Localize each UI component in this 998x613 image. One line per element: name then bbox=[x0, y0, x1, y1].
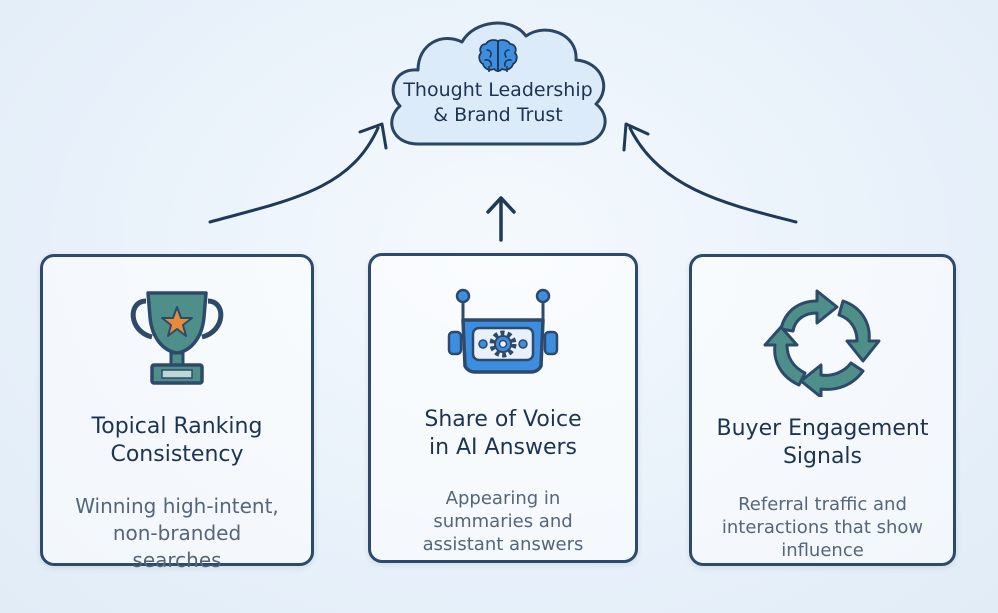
robot-icon bbox=[447, 288, 559, 374]
card-desc-line2: non-branded bbox=[112, 521, 242, 545]
card-desc-line3: assistant answers bbox=[422, 534, 584, 555]
card-title-line1: Topical Ranking bbox=[91, 414, 263, 439]
card-title: Topical Ranking Consistency bbox=[43, 413, 311, 469]
center-title-line2: & Brand Trust bbox=[433, 104, 563, 126]
card-icon-wrap bbox=[692, 287, 953, 397]
card-title-line2: in AI Answers bbox=[428, 435, 578, 460]
card-title-line1: Buyer Engagement bbox=[716, 416, 929, 441]
card-desc-line1: Referral traffic and bbox=[738, 494, 907, 515]
card-desc-line1: Appearing in bbox=[445, 488, 561, 509]
right-connector-arrow bbox=[628, 126, 798, 224]
card-icon-wrap bbox=[371, 286, 635, 386]
card-share-of-voice: Share of Voice in AI Answers Appearing i… bbox=[368, 253, 638, 563]
center-title: Thought Leadership & Brand Trust bbox=[378, 78, 618, 128]
card-desc-line3: influence bbox=[781, 540, 864, 561]
center-title-line1: Thought Leadership bbox=[403, 79, 593, 101]
card-topical-ranking: Topical Ranking Consistency Winning high… bbox=[40, 254, 314, 572]
card-title-line1: Share of Voice bbox=[424, 407, 582, 432]
card-icon-wrap bbox=[43, 287, 311, 387]
card-desc-line1: Winning high-intent, bbox=[75, 494, 279, 518]
card-desc-line2: summaries and bbox=[433, 511, 573, 532]
right-arrowhead bbox=[622, 122, 650, 152]
center-cloud: Thought Leadership & Brand Trust bbox=[378, 12, 618, 162]
card-buyer-engagement: Buyer Engagement Signals Referral traffi… bbox=[689, 254, 956, 566]
card-description: Referral traffic and interactions that s… bbox=[692, 493, 953, 562]
left-connector-arrow bbox=[208, 126, 380, 224]
center-arrowhead bbox=[486, 196, 516, 214]
card-description: Winning high-intent, non-branded searche… bbox=[43, 493, 311, 574]
cycle-arrows-icon bbox=[763, 289, 880, 397]
trophy-icon bbox=[130, 291, 224, 385]
card-title-line2: Consistency bbox=[110, 442, 244, 467]
card-title: Buyer Engagement Signals bbox=[692, 415, 953, 471]
card-description: Appearing in summaries and assistant ans… bbox=[371, 487, 635, 556]
card-desc-line3: searches bbox=[132, 548, 222, 572]
card-title: Share of Voice in AI Answers bbox=[371, 406, 635, 462]
left-arrowhead bbox=[358, 122, 388, 150]
brain-icon bbox=[478, 39, 518, 72]
cloud-shape bbox=[390, 21, 607, 146]
card-title-line2: Signals bbox=[782, 444, 863, 469]
card-desc-line2: interactions that show bbox=[721, 517, 924, 538]
